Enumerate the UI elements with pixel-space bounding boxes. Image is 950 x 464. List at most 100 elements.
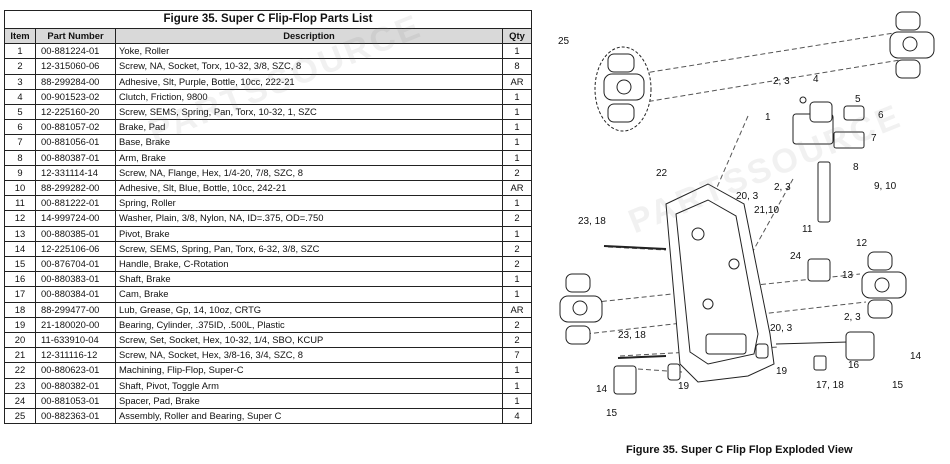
diagram-caption: Figure 35. Super C Flip Flop Exploded Vi… xyxy=(626,444,853,456)
cell-item: 14 xyxy=(4,240,36,258)
exploded-view-diagram: 25 2, 3 4 5 1 6 7 8 22 2, 3 9, 10 20, 3 … xyxy=(558,11,935,419)
cell-part-number: 88-299282-00 xyxy=(35,180,116,197)
cell-qty: 2 xyxy=(502,256,532,273)
table-header-row: Item Part Number Description Qty xyxy=(4,27,532,45)
callout-label: 21,10 xyxy=(754,205,779,216)
cell-description: Pivot, Brake xyxy=(115,225,503,242)
cell-part-number: 12-225160-20 xyxy=(35,104,116,121)
cell-qty: 2 xyxy=(502,316,532,334)
cell-item: 23 xyxy=(4,377,36,394)
roller-assembly-bottom-left xyxy=(559,273,603,345)
cell-part-number: 00-880387-01 xyxy=(35,149,116,166)
cell-qty: 2 xyxy=(502,240,532,258)
cell-part-number: 14-999724-00 xyxy=(35,210,116,227)
callout-label: 5 xyxy=(855,94,861,105)
cell-qty: 1 xyxy=(502,225,532,242)
callout-label: 8 xyxy=(853,162,859,173)
cell-description: Bearing, Cylinder, .375ID, .500L, Plasti… xyxy=(115,316,503,334)
cell-qty: 1 xyxy=(502,377,532,394)
cell-description: Spacer, Pad, Brake xyxy=(115,392,503,410)
cell-part-number: 88-299284-00 xyxy=(35,73,116,90)
cell-item: 25 xyxy=(4,408,36,425)
roller-assembly-top-right xyxy=(889,11,935,79)
cell-item: 18 xyxy=(4,301,36,318)
table-title: Figure 35. Super C Flip-Flop Parts List xyxy=(4,10,532,28)
cell-qty: AR xyxy=(502,73,532,90)
column-header-item: Item xyxy=(4,27,36,45)
cell-part-number: 11-633910-04 xyxy=(35,332,116,349)
cell-part-number: 00-881222-01 xyxy=(35,195,116,212)
cell-item: 22 xyxy=(4,362,36,379)
cell-item: 17 xyxy=(4,286,36,303)
cell-qty: 1 xyxy=(502,43,532,60)
callout-label: 2, 3 xyxy=(773,76,790,87)
cell-part-number: 12-315060-06 xyxy=(35,58,116,75)
cell-qty: 2 xyxy=(502,210,532,227)
callout-label: 7 xyxy=(871,133,877,144)
cell-part-number: 21-180020-00 xyxy=(35,316,116,334)
cell-qty: 2 xyxy=(502,164,532,182)
callout-label: 13 xyxy=(842,270,854,281)
cell-description: Adhesive, Slt, Purple, Bottle, 10cc, 222… xyxy=(115,73,503,90)
cell-description: Shaft, Pivot, Toggle Arm xyxy=(115,377,503,394)
cell-part-number: 00-876704-01 xyxy=(35,256,116,273)
cell-description: Cam, Brake xyxy=(115,286,503,303)
cell-part-number: 00-882363-01 xyxy=(35,408,116,425)
cell-qty: 1 xyxy=(502,271,532,288)
cell-qty: 1 xyxy=(502,392,532,410)
cell-description: Assembly, Roller and Bearing, Super C xyxy=(115,408,503,425)
cell-qty: 4 xyxy=(502,408,532,425)
cell-part-number: 88-299477-00 xyxy=(35,301,116,318)
cell-description: Screw, SEMS, Spring, Pan, Torx, 6-32, 3/… xyxy=(115,240,503,258)
cell-description: Screw, NA, Flange, Hex, 1/4-20, 7/8, SZC… xyxy=(115,164,503,182)
cell-description: Machining, Flip-Flop, Super-C xyxy=(115,362,503,379)
cell-qty: 1 xyxy=(502,149,532,166)
column-header-qty: Qty xyxy=(502,27,532,45)
cell-qty: 8 xyxy=(502,58,532,75)
callout-label: 23, 18 xyxy=(578,216,606,227)
cell-item: 7 xyxy=(4,134,36,151)
cell-qty: AR xyxy=(502,180,532,197)
callout-label: 9, 10 xyxy=(874,181,897,192)
callout-label: 24 xyxy=(790,251,802,262)
cell-qty: 1 xyxy=(502,362,532,379)
cell-part-number: 00-881053-01 xyxy=(35,392,116,410)
callout-label: 15 xyxy=(892,380,904,391)
cell-description: Brake, Pad xyxy=(115,119,503,136)
cell-part-number: 00-881057-02 xyxy=(35,119,116,136)
cell-qty: 2 xyxy=(502,332,532,349)
cell-description: Arm, Brake xyxy=(115,149,503,166)
parts-list-table: Figure 35. Super C Flip-Flop Parts List … xyxy=(4,10,532,425)
cell-description: Lub, Grease, Gp, 14, 10oz, CRTG xyxy=(115,301,503,318)
callout-label: 25 xyxy=(558,36,570,47)
cell-qty: 1 xyxy=(502,88,532,106)
callout-label: 20, 3 xyxy=(736,191,759,202)
callout-label: 17, 18 xyxy=(816,380,844,391)
cell-part-number: 12-225106-06 xyxy=(35,240,116,258)
cell-part-number: 00-881224-01 xyxy=(35,43,116,60)
cell-part-number: 12-331114-14 xyxy=(35,164,116,182)
cell-part-number: 00-880383-01 xyxy=(35,271,116,288)
callout-label: 2, 3 xyxy=(774,182,791,193)
callout-label: 20, 3 xyxy=(770,323,793,334)
callout-label: 1 xyxy=(765,112,771,123)
cell-description: Handle, Brake, C-Rotation xyxy=(115,256,503,273)
callout-label: 2, 3 xyxy=(844,312,861,323)
cell-part-number: 00-880623-01 xyxy=(35,362,116,379)
